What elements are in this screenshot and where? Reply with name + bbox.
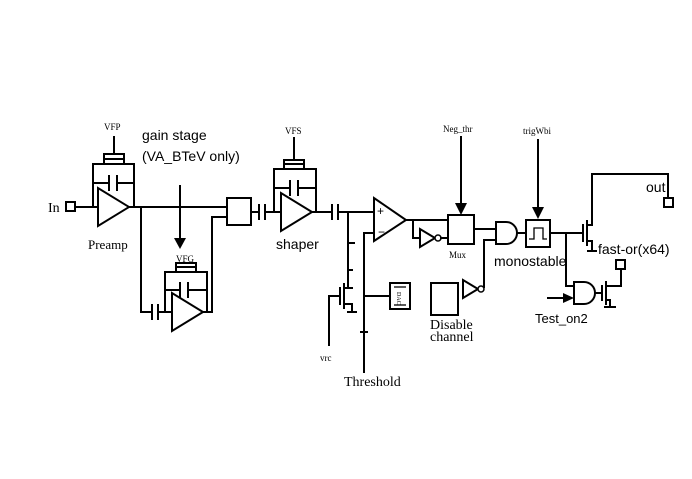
preamp-triangle <box>97 186 131 228</box>
comparator: + − <box>373 196 408 243</box>
dac-label: DAC <box>395 292 401 305</box>
test-on2-label: Test_on2 <box>535 311 588 326</box>
mux <box>447 214 475 245</box>
disable-label-line2: channel <box>430 330 474 345</box>
test-arrow-icon <box>563 293 574 303</box>
input-label: In <box>48 201 60 216</box>
gain-stage-note: (VA_BTeV only) <box>142 148 240 164</box>
gain-stage-triangle <box>171 291 205 333</box>
shaper-label: shaper <box>276 236 319 252</box>
input-pad <box>65 201 76 212</box>
comparator-triangle <box>373 196 408 243</box>
out-pad <box>663 197 674 208</box>
disable-label: Disable <box>430 318 473 333</box>
vfg-arrow-icon <box>174 238 186 249</box>
comparator-plus: + <box>377 204 384 218</box>
vfp-label: VFP <box>104 122 121 132</box>
inverter <box>419 227 437 249</box>
disable-channel-register <box>430 282 459 316</box>
shaper-triangle <box>280 191 314 233</box>
vfg-label: VFG <box>176 254 195 264</box>
threshold-label: Threshold <box>344 375 401 390</box>
shaper <box>273 137 317 233</box>
vrc-label: vrc <box>320 353 332 363</box>
trigwbi-label: trigWbi <box>523 126 551 136</box>
gain-select-switch <box>226 197 252 226</box>
disable-buffer <box>462 278 480 300</box>
pulse-icon <box>529 227 547 240</box>
test-and-gate <box>573 281 596 305</box>
neg-thr-label: Neg_thr <box>443 124 473 134</box>
preamp <box>92 136 135 228</box>
monostable <box>525 219 551 248</box>
and-gate <box>495 221 518 245</box>
comparator-minus: − <box>378 225 385 239</box>
gain-stage-label: gain stage <box>142 127 207 143</box>
fast-or-label: fast-or(x64) <box>598 241 670 257</box>
vfs-label: VFS <box>285 126 302 136</box>
mux-label: Mux <box>449 250 467 260</box>
out-label: out <box>646 179 666 195</box>
neg-thr-arrow-icon <box>455 203 467 215</box>
trigwbi-arrow-icon <box>532 207 544 219</box>
threshold-dac <box>389 282 411 310</box>
monostable-label: monostable <box>494 253 567 269</box>
gain-stage <box>140 206 228 333</box>
preamp-label: Preamp <box>88 237 128 252</box>
fast-or-pad <box>615 259 626 270</box>
